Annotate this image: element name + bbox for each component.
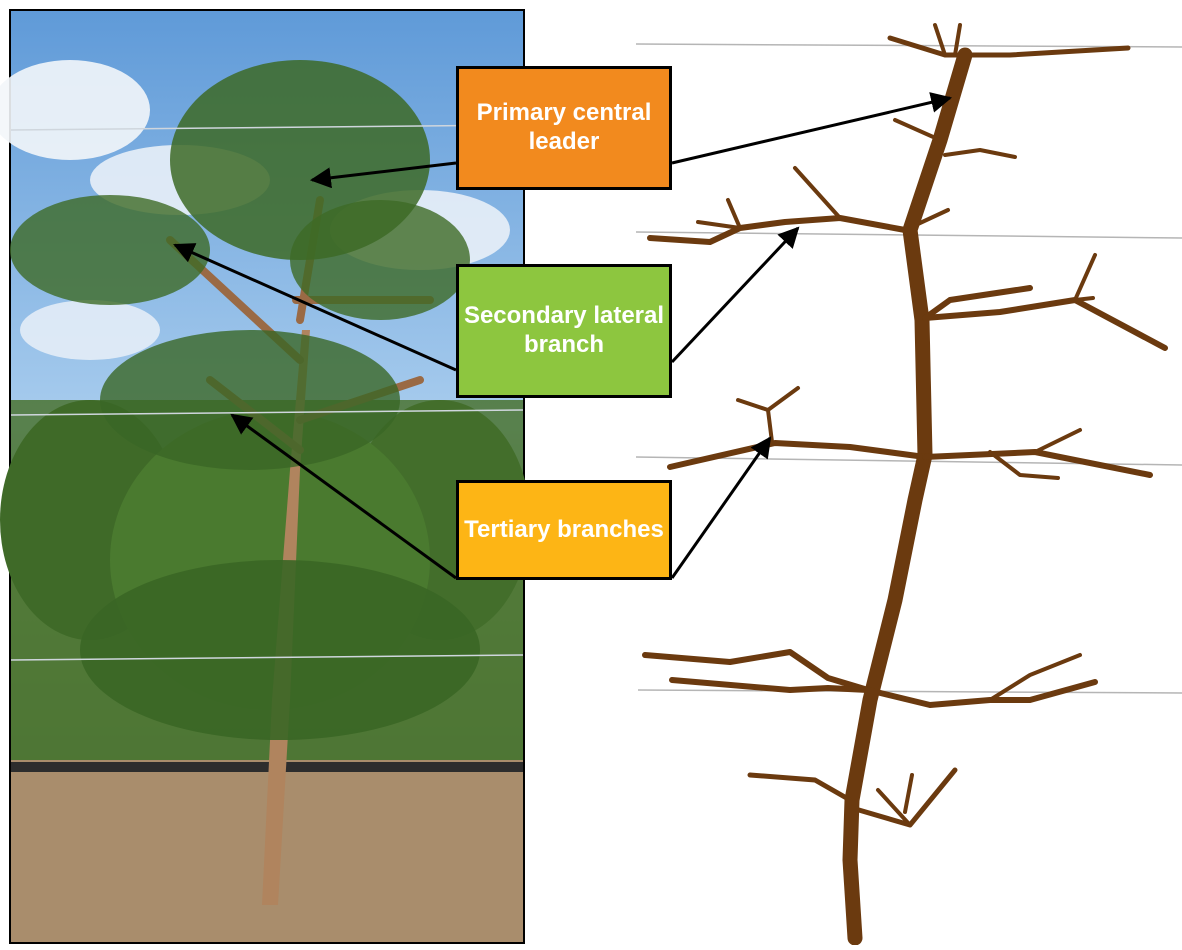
tier6-left	[750, 775, 850, 800]
arrow-secondary-schematic	[672, 228, 798, 362]
wire-4	[638, 690, 1182, 693]
tier2-left	[650, 218, 905, 242]
label-primary-text: Primary central leader	[459, 99, 669, 157]
tree-photo	[0, 10, 530, 943]
tier5-right	[868, 682, 1095, 705]
trellis-wires	[636, 44, 1182, 693]
label-primary-central-leader: Primary central leader	[456, 66, 672, 190]
tier4-left	[670, 443, 925, 467]
label-tertiary-branches: Tertiary branches	[456, 480, 672, 580]
label-secondary-lateral-branch: Secondary lateral branch	[456, 264, 672, 398]
label-secondary-text: Secondary lateral branch	[459, 302, 669, 360]
tree-schematic	[645, 25, 1165, 938]
arrow-tertiary-schematic	[672, 438, 770, 578]
label-tertiary-text: Tertiary branches	[464, 516, 664, 545]
arrow-primary-schematic	[672, 98, 950, 163]
